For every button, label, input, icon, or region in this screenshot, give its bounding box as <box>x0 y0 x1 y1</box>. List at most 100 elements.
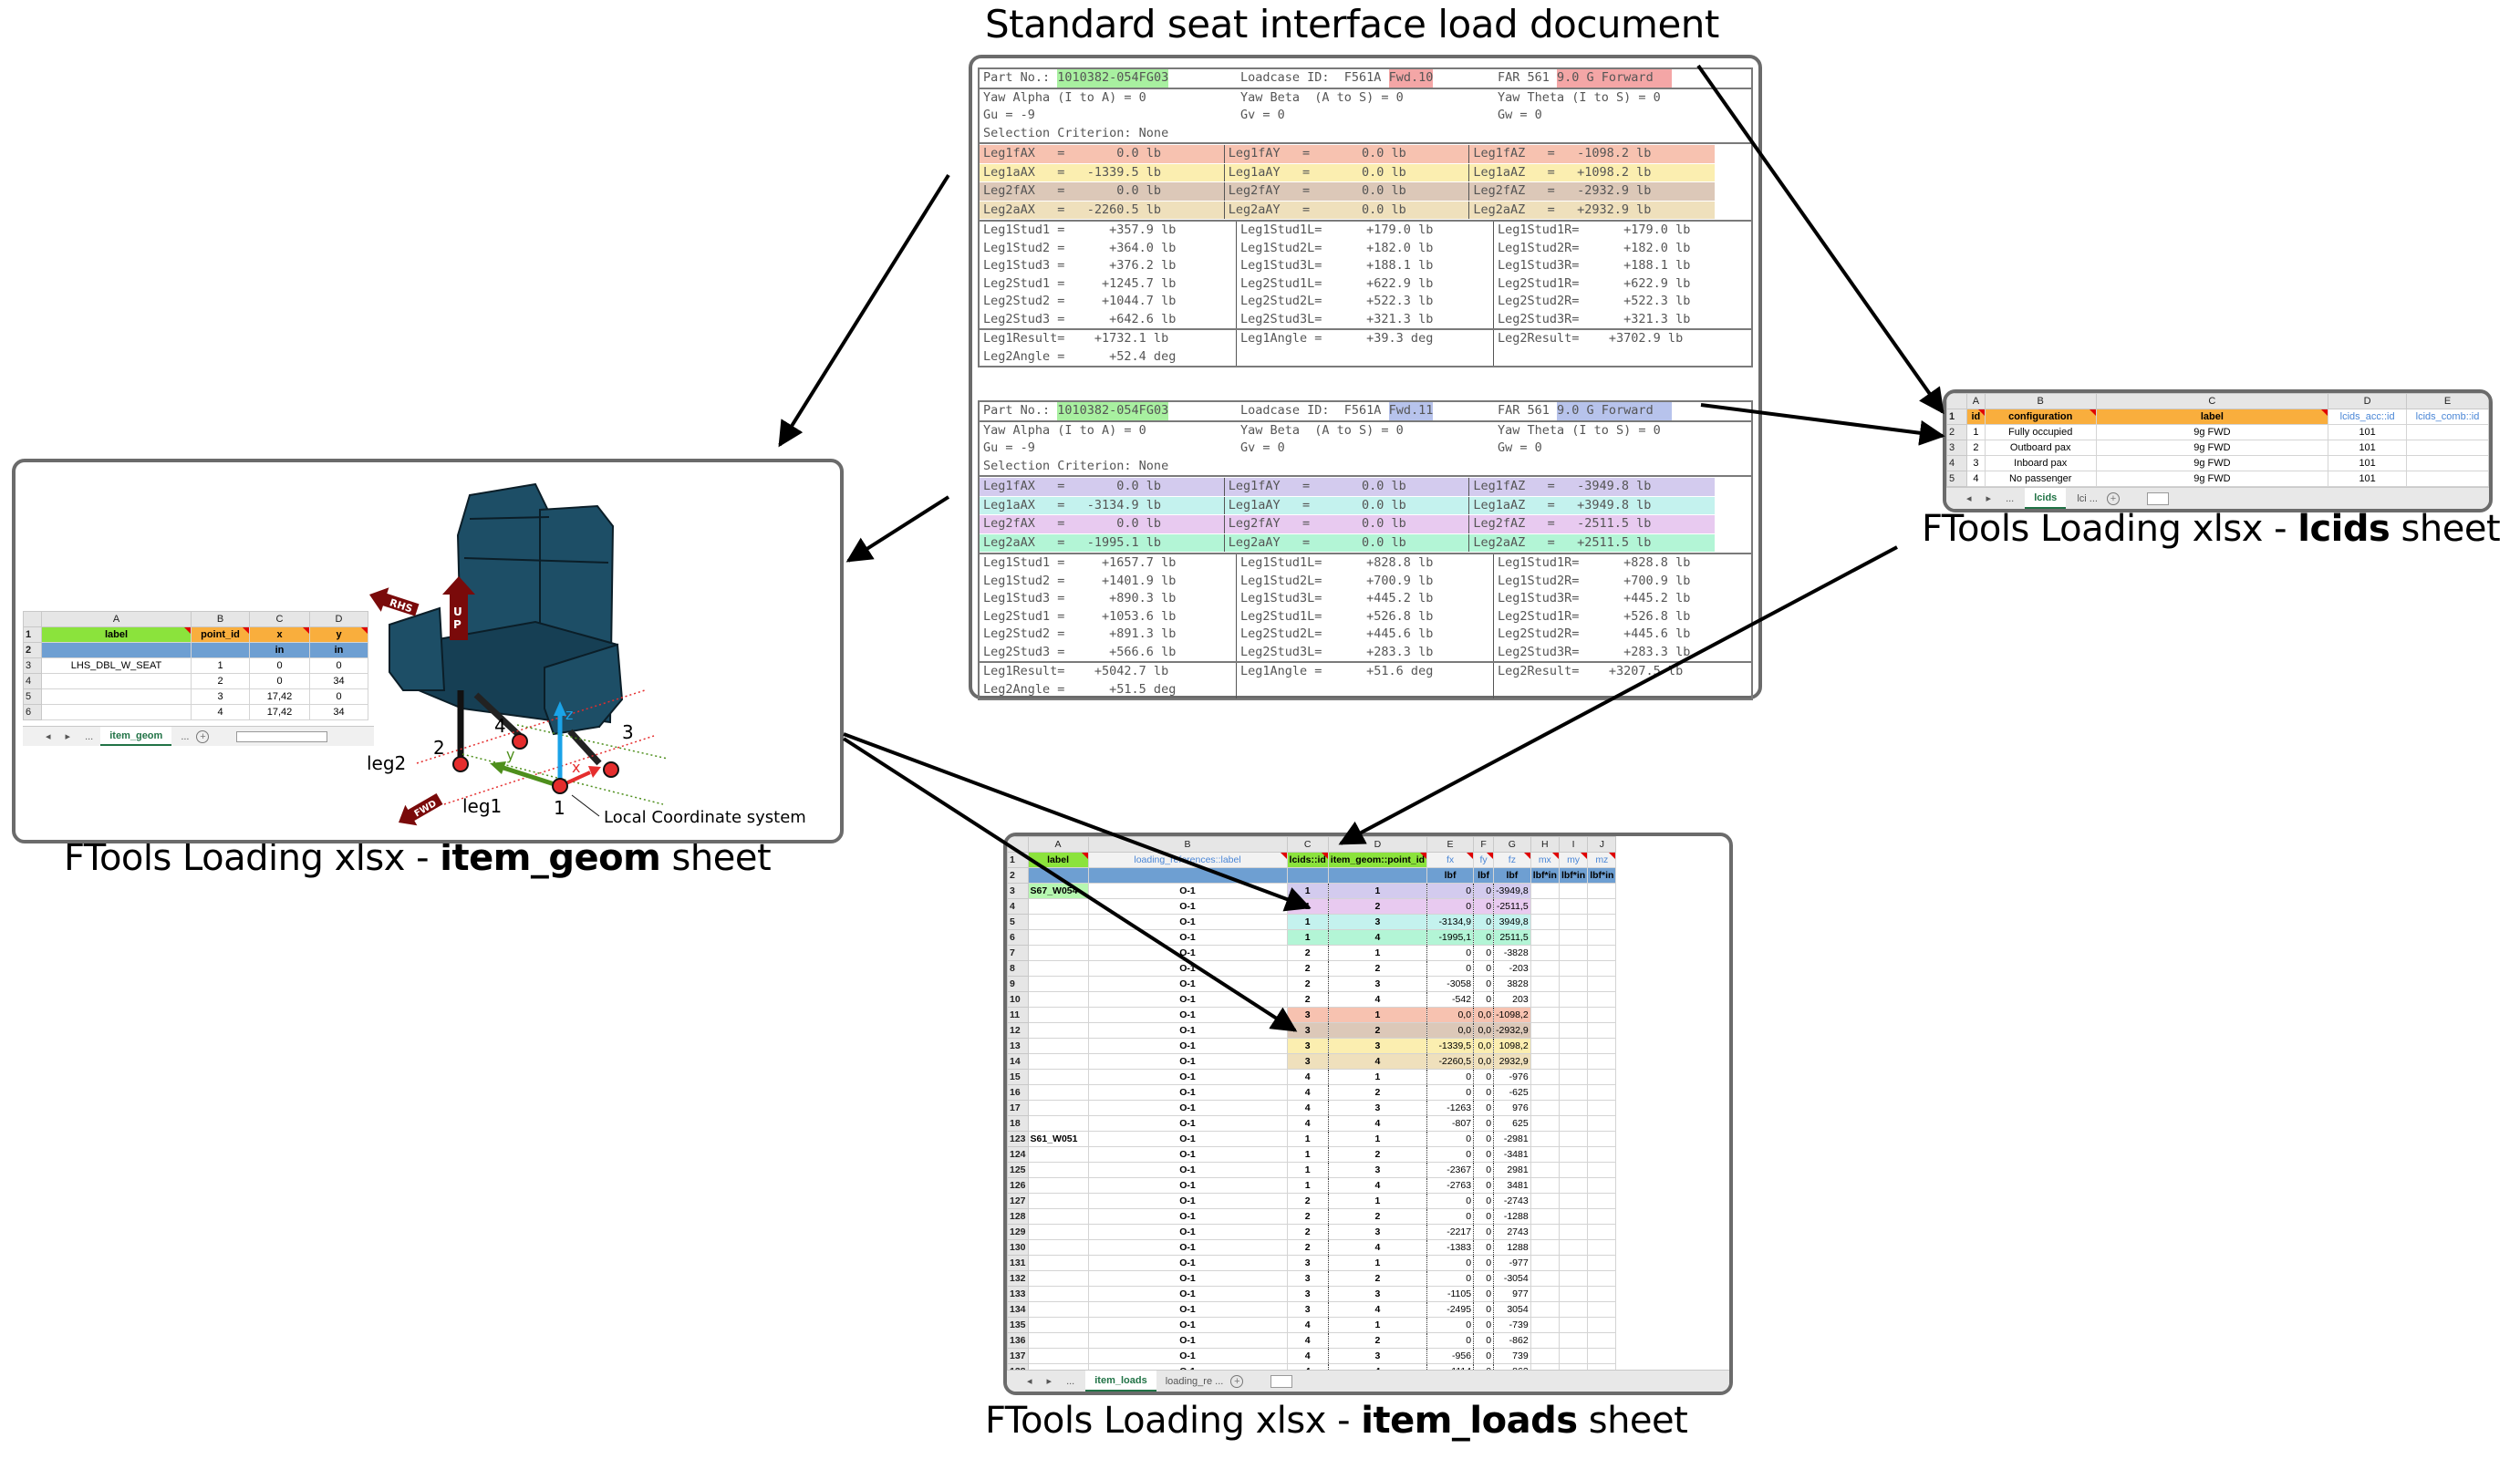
select-all-corner[interactable] <box>1007 836 1029 853</box>
point-id-cell[interactable]: 3 <box>1327 1224 1428 1240</box>
loading-reference-cell[interactable]: O-1 <box>1087 1301 1288 1318</box>
label-cell[interactable] <box>1027 1084 1089 1101</box>
fx-cell[interactable]: 0,0 <box>1426 1007 1475 1023</box>
fx-cell[interactable]: -1995,1 <box>1426 929 1475 946</box>
fz-cell[interactable]: -976 <box>1493 1069 1531 1085</box>
cell[interactable]: 0 <box>249 657 310 674</box>
my-cell[interactable] <box>1558 1053 1589 1070</box>
my-cell[interactable] <box>1558 991 1589 1008</box>
mz-cell[interactable] <box>1587 945 1617 961</box>
fz-cell[interactable]: -3949,8 <box>1493 883 1531 899</box>
tab-item-geom[interactable]: item_geom <box>100 726 172 746</box>
row-number[interactable]: 5 <box>23 688 42 705</box>
cell[interactable]: Outboard pax <box>1984 440 2097 456</box>
unit-cell[interactable]: lbf <box>1426 867 1475 884</box>
my-cell[interactable] <box>1558 976 1589 992</box>
label-cell[interactable] <box>1027 1100 1089 1116</box>
point-id-cell[interactable]: 4 <box>1327 1239 1428 1256</box>
fz-cell[interactable]: -977 <box>1493 1255 1531 1271</box>
tab-scroll-right-icon[interactable]: ▸ <box>65 731 71 742</box>
column-letter[interactable]: G <box>1493 836 1531 853</box>
tab-more[interactable]: ... <box>1066 1375 1075 1387</box>
lcid-cell[interactable]: 3 <box>1286 1301 1329 1318</box>
mz-cell[interactable] <box>1587 960 1617 977</box>
mz-cell[interactable] <box>1587 1115 1617 1132</box>
column-letter[interactable]: J <box>1587 836 1617 853</box>
mz-cell[interactable] <box>1587 1270 1617 1287</box>
mz-cell[interactable] <box>1587 1146 1617 1163</box>
cell[interactable]: Inboard pax <box>1984 455 2097 471</box>
label-cell[interactable] <box>1027 1332 1089 1349</box>
cell[interactable]: 9g FWD <box>2095 424 2329 440</box>
row-number[interactable]: 12 <box>1007 1022 1029 1039</box>
cell[interactable]: 101 <box>2328 455 2408 471</box>
row-number[interactable]: 131 <box>1007 1255 1029 1271</box>
column-letter[interactable]: B <box>1087 836 1288 853</box>
column-header[interactable]: lcids_comb::id <box>2406 409 2489 425</box>
lcid-cell[interactable]: 1 <box>1286 1177 1329 1194</box>
loading-reference-cell[interactable]: O-1 <box>1087 1317 1288 1333</box>
loading-reference-cell[interactable]: O-1 <box>1087 1239 1288 1256</box>
fx-cell[interactable]: 0 <box>1426 1270 1475 1287</box>
fz-cell[interactable]: 1288 <box>1493 1239 1531 1256</box>
my-cell[interactable] <box>1558 1301 1589 1318</box>
lcid-cell[interactable]: 4 <box>1286 1317 1329 1333</box>
row-number[interactable]: 14 <box>1007 1053 1029 1070</box>
label-cell[interactable] <box>1027 1239 1089 1256</box>
fy-cell[interactable]: 0 <box>1473 1084 1495 1101</box>
fy-cell[interactable]: 0 <box>1473 1332 1495 1349</box>
mx-cell[interactable] <box>1530 991 1560 1008</box>
mz-cell[interactable] <box>1587 1193 1617 1209</box>
lcid-cell[interactable]: 3 <box>1286 1286 1329 1302</box>
lcid-cell[interactable]: 4 <box>1286 1348 1329 1364</box>
row-number[interactable]: 13 <box>1007 1038 1029 1054</box>
mz-cell[interactable] <box>1587 1286 1617 1302</box>
loading-reference-cell[interactable]: O-1 <box>1087 1270 1288 1287</box>
label-cell[interactable] <box>1027 1301 1089 1318</box>
column-letter[interactable]: A <box>41 611 192 627</box>
point-id-cell[interactable]: 4 <box>1327 991 1428 1008</box>
unit-cell[interactable]: lbf <box>1473 867 1495 884</box>
tab-next[interactable]: lci ... <box>2077 492 2098 504</box>
row-number[interactable]: 137 <box>1007 1348 1029 1364</box>
mx-cell[interactable] <box>1530 1069 1560 1085</box>
mz-cell[interactable] <box>1587 1224 1617 1240</box>
fx-cell[interactable]: 0 <box>1426 1317 1475 1333</box>
fz-cell[interactable]: -3828 <box>1493 945 1531 961</box>
fx-cell[interactable]: -1263 <box>1426 1100 1475 1116</box>
column-letter[interactable]: D <box>2328 393 2408 409</box>
row-number[interactable]: 3 <box>1007 883 1029 899</box>
mx-cell[interactable] <box>1530 898 1560 915</box>
cell[interactable]: Fully occupied <box>1984 424 2097 440</box>
fy-cell[interactable]: 0 <box>1473 1255 1495 1271</box>
loading-reference-cell[interactable]: O-1 <box>1087 1286 1288 1302</box>
loading-reference-cell[interactable]: O-1 <box>1087 1177 1288 1194</box>
unit-cell[interactable] <box>191 642 250 658</box>
cell[interactable]: 101 <box>2328 471 2408 487</box>
cell[interactable] <box>2406 471 2489 487</box>
fz-cell[interactable]: -739 <box>1493 1317 1531 1333</box>
loading-reference-cell[interactable]: O-1 <box>1087 1348 1288 1364</box>
fz-cell[interactable]: -862 <box>1493 1332 1531 1349</box>
row-number[interactable]: 9 <box>1007 976 1029 992</box>
label-cell[interactable] <box>1027 1069 1089 1085</box>
cell[interactable] <box>2406 455 2489 471</box>
row-number[interactable]: 132 <box>1007 1270 1029 1287</box>
mx-cell[interactable] <box>1530 1022 1560 1039</box>
my-cell[interactable] <box>1558 1131 1589 1147</box>
row-number[interactable]: 16 <box>1007 1084 1029 1101</box>
fx-cell[interactable]: 0 <box>1426 1146 1475 1163</box>
mx-cell[interactable] <box>1530 1317 1560 1333</box>
mx-cell[interactable] <box>1530 945 1560 961</box>
unit-cell[interactable]: lbf*in <box>1587 867 1617 884</box>
fy-cell[interactable]: 0 <box>1473 883 1495 899</box>
fz-cell[interactable]: -2981 <box>1493 1131 1531 1147</box>
fx-cell[interactable]: -3058 <box>1426 976 1475 992</box>
lcid-cell[interactable]: 3 <box>1286 1038 1329 1054</box>
row-number[interactable]: 11 <box>1007 1007 1029 1023</box>
tab-loading-references[interactable]: loading_re ... <box>1165 1375 1224 1387</box>
unit-cell[interactable] <box>1286 867 1329 884</box>
mx-cell[interactable] <box>1530 1177 1560 1194</box>
column-letter[interactable]: D <box>1327 836 1428 853</box>
row-number[interactable]: 127 <box>1007 1193 1029 1209</box>
